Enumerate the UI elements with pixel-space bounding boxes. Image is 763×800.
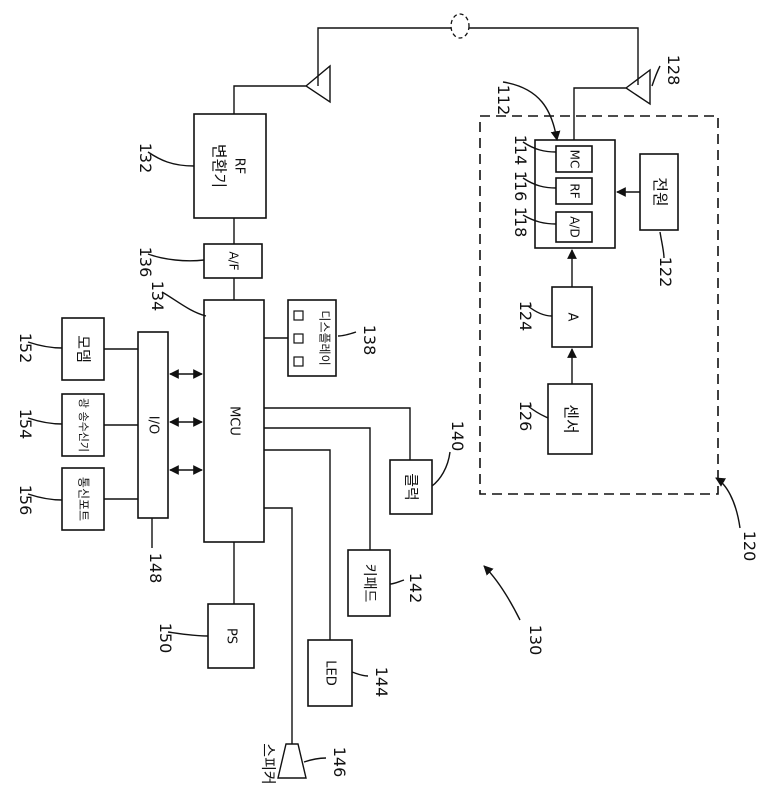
ref-148: 148 <box>146 553 165 584</box>
ref-150: 150 <box>156 623 175 654</box>
ad-block: A/D <box>556 212 592 242</box>
comm-port-block: 통신포트 <box>62 468 104 530</box>
power-block: 전원 <box>640 154 678 230</box>
ref-134-leader <box>162 292 206 316</box>
mc-label: MC <box>568 150 582 169</box>
ref-144-leader <box>352 672 368 676</box>
optical-transceiver-block: 광 송수신기 <box>62 394 104 456</box>
ref-120: 120 <box>740 531 759 562</box>
ref-128: 128 <box>664 55 683 86</box>
ref-124: 124 <box>516 301 535 332</box>
speaker-label: 스피커 <box>260 743 278 784</box>
rf-converter-title: RF <box>232 158 247 175</box>
rf-converter-subtitle: 변환기 <box>210 144 229 188</box>
keypad-block: 키패드 <box>348 550 390 616</box>
display-segment-icon <box>294 334 303 343</box>
sensor-label: 센서 <box>562 404 581 433</box>
ref-136: 136 <box>136 247 155 278</box>
ref-114: 114 <box>511 135 530 166</box>
ref-140: 140 <box>448 421 467 452</box>
ref-154: 154 <box>16 409 35 440</box>
ref-136-leader <box>148 254 204 261</box>
ref-142-leader <box>390 580 404 584</box>
clock-label: 클럭 <box>403 473 421 501</box>
display-block: 디스플레이 <box>288 300 336 376</box>
io-block: I/O <box>138 332 168 518</box>
keypad-label: 키패드 <box>361 564 377 603</box>
clock-block: 클럭 <box>390 460 432 514</box>
mcu-clock-line <box>264 408 410 460</box>
af-label: A/F <box>227 251 241 270</box>
speaker-icon <box>278 744 306 778</box>
ref-112: 112 <box>494 85 513 116</box>
ref-132: 132 <box>136 143 155 174</box>
ref-134: 134 <box>148 281 167 312</box>
mcu-label: MCU <box>227 406 242 436</box>
optical-transceiver-label: 광 송수신기 <box>77 398 90 452</box>
comm-port-label: 통신포트 <box>77 477 91 521</box>
display-label: 디스플레이 <box>318 310 332 365</box>
wireless-link-line <box>318 28 638 86</box>
sensor-block: 센서 <box>548 384 592 454</box>
led-block: LED <box>308 640 352 706</box>
ref-122-leader <box>660 232 664 258</box>
ad-label: A/D <box>568 216 582 238</box>
modem-label: 모뎀 <box>75 335 93 363</box>
ref-138: 138 <box>360 325 379 356</box>
ref-122: 122 <box>656 257 675 288</box>
led-label: LED <box>323 660 338 685</box>
power-label: 전원 <box>651 177 670 206</box>
ref-146: 146 <box>330 747 349 778</box>
ref-116: 116 <box>511 171 530 202</box>
ref-128-leader <box>652 66 660 86</box>
mc-block: MC <box>556 146 592 172</box>
display-segment-icon <box>294 357 303 366</box>
ref-118: 118 <box>511 207 530 238</box>
wireless-link-symbol <box>451 14 469 38</box>
ps-label: PS <box>224 628 239 644</box>
display-segment-icon <box>294 311 303 320</box>
amplifier-label: A <box>565 313 580 322</box>
ref-156: 156 <box>16 485 35 516</box>
ref-142: 142 <box>406 573 425 604</box>
mcu-speaker-line <box>264 508 292 744</box>
ref-130-leader <box>484 566 520 620</box>
mcu-keypad-line <box>264 428 370 550</box>
io-label: I/O <box>146 416 161 434</box>
modem-block: 모뎀 <box>62 318 104 380</box>
ref-152: 152 <box>16 333 35 364</box>
af-block: A/F <box>204 244 262 278</box>
rf-small-block: RF <box>556 178 592 204</box>
antenna-icon <box>234 66 330 114</box>
rf-small-label: RF <box>568 183 582 198</box>
ref-140-leader <box>432 452 450 486</box>
rf-converter-block: RF 변환기 <box>194 114 266 218</box>
ref-126: 126 <box>516 401 535 432</box>
ref-130: 130 <box>526 625 545 656</box>
ref-144: 144 <box>372 667 391 698</box>
ref-138-leader <box>338 332 356 336</box>
mcu-led-line <box>264 450 330 640</box>
amplifier-block: A <box>552 287 592 347</box>
ps-block: PS <box>208 604 254 668</box>
ref-120-leader <box>716 478 740 528</box>
mcu-block: MCU <box>204 300 264 542</box>
ref-146-leader <box>304 758 326 762</box>
